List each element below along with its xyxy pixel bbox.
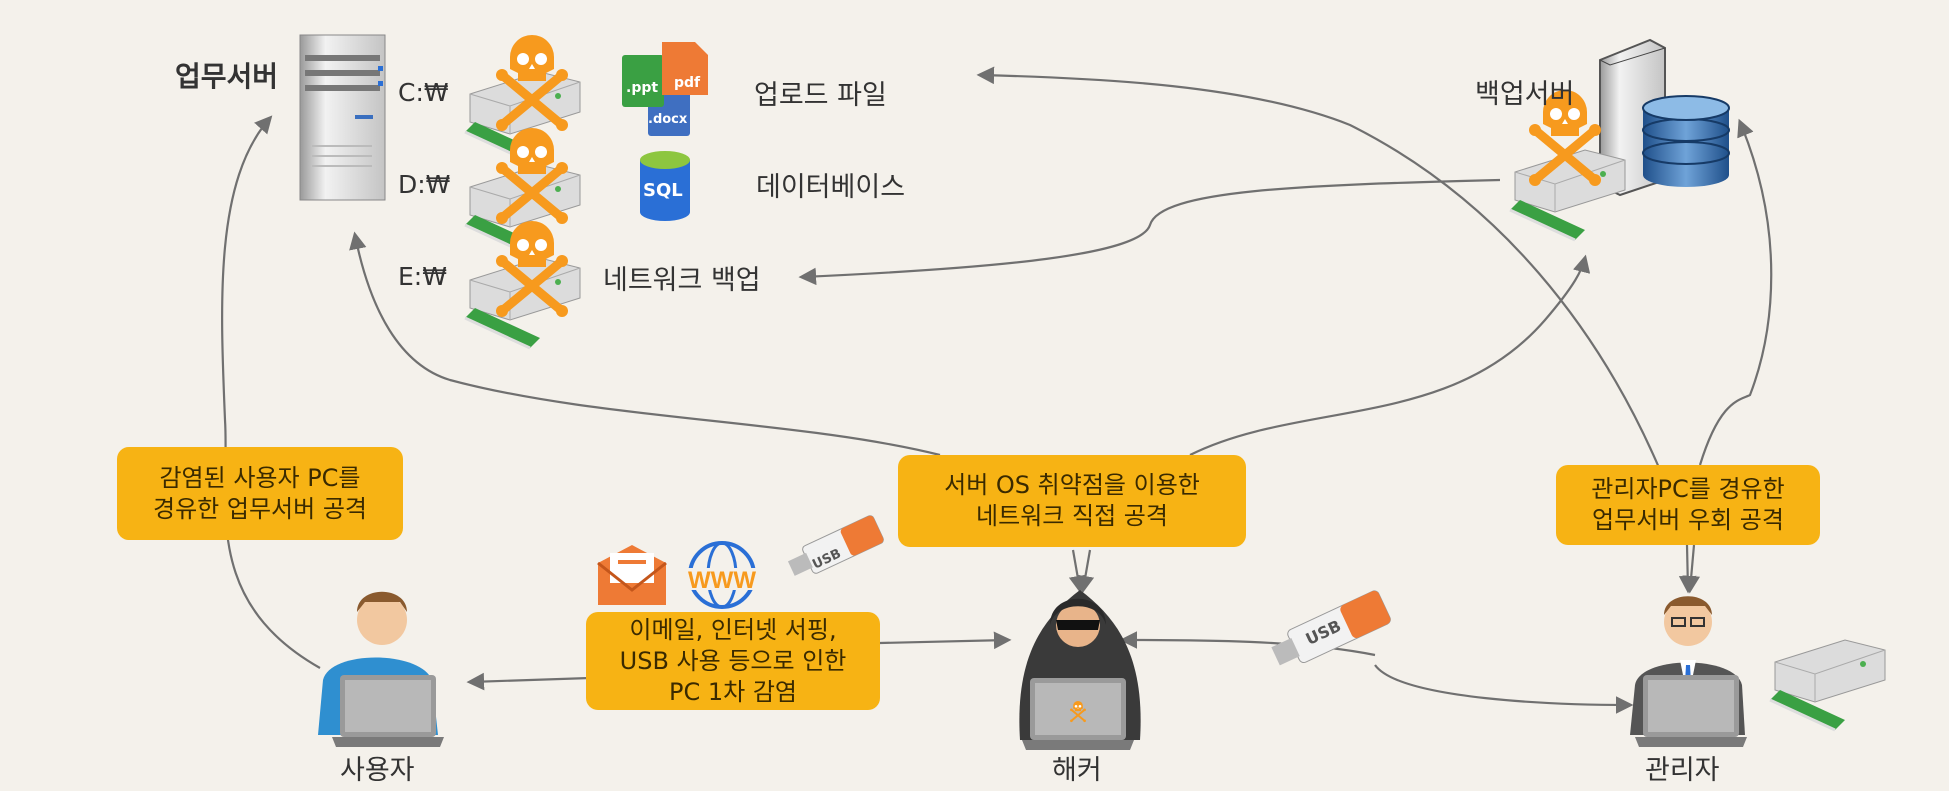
network-backup-label: 네트워크 백업	[603, 265, 761, 296]
callout-direct-attack: 서버 OS 취약점을 이용한 네트워크 직접 공격	[898, 455, 1246, 547]
callout-line: USB 사용 등으로 인한	[619, 646, 847, 675]
callout-line: 네트워크 직접 공격	[976, 502, 1168, 530]
arrow-admin-to-hacker	[1119, 631, 1376, 657]
arrow-user-to-workserver	[221, 115, 321, 669]
drive-icon	[1508, 148, 1627, 242]
callout-line: 서버 OS 취약점을 이용한	[944, 471, 1200, 499]
document-stack-icon	[622, 42, 708, 136]
callout-line: PC 1차 감염	[669, 677, 797, 706]
upload-file-label: 업로드 파일	[754, 80, 887, 111]
laptop-icon	[332, 675, 444, 747]
callout-infected-pc: 감염된 사용자 PC를 경유한 업무서버 공격	[117, 447, 403, 540]
server-tower-icon	[299, 34, 386, 201]
callout-line: 감염된 사용자 PC를	[159, 463, 361, 492]
backup-server-label: 백업서버	[1475, 79, 1575, 110]
database-cylinder-icon	[1642, 95, 1730, 187]
laptop-icon	[1022, 678, 1134, 750]
drive-e-label: E:₩	[398, 262, 447, 291]
drive-icon	[1768, 638, 1887, 732]
usb-stick-icon	[1271, 590, 1391, 666]
callout-line: 관리자PC를 경유한	[1591, 475, 1785, 503]
sql-label: SQL	[643, 180, 683, 201]
drive-c-label: C:₩	[398, 78, 449, 107]
arrow-direct-to-hacker-a	[1068, 549, 1087, 594]
user-label: 사용자	[340, 755, 415, 786]
arrow-infection-to-user	[466, 672, 591, 691]
usb-stick-icon	[787, 515, 884, 576]
callout-line: 업무서버 우회 공격	[1592, 506, 1784, 534]
work-server-label: 업무서버	[175, 60, 279, 93]
www-globe-icon: WWW	[688, 541, 756, 609]
arrow-direct-to-hacker-b	[1076, 549, 1095, 594]
email-icon	[597, 545, 667, 605]
docx-file-label: .docx	[648, 112, 688, 127]
callout-line: 경유한 업무서버 공격	[153, 494, 367, 523]
callout-line: 이메일, 인터넷 서핑,	[629, 615, 837, 644]
callout-admin-pc: 관리자PC를 경유한 업무서버 우회 공격	[1556, 465, 1820, 545]
ppt-file-label: .ppt	[626, 80, 659, 96]
svg-text:WWW: WWW	[688, 567, 756, 594]
sql-database-icon	[640, 151, 690, 221]
arrow-admin-callout-down-b	[1682, 544, 1701, 594]
callout-infection: 이메일, 인터넷 서핑, USB 사용 등으로 인한 PC 1차 감염	[586, 612, 880, 710]
arrow-admin-callout-down-a	[1678, 544, 1697, 594]
admin-label: 관리자	[1645, 755, 1720, 786]
arrow-direct-to-backup	[1189, 254, 1591, 456]
arrows	[221, 66, 1773, 714]
arrow-direct-to-workserver	[349, 231, 941, 457]
hacker-label: 해커	[1052, 755, 1102, 786]
drive-e-icon	[463, 256, 582, 350]
pdf-file-label: pdf	[674, 75, 701, 91]
arrow-backup-to-netbackup	[798, 178, 1501, 286]
arrow-infection-to-hacker	[879, 631, 1012, 650]
drive-d-label: D:₩	[398, 170, 451, 199]
arrow-admin-to-upload	[976, 66, 1662, 471]
arrow-usb-to-admin	[1374, 664, 1634, 714]
laptop-icon	[1635, 675, 1747, 747]
database-label: 데이터베이스	[756, 172, 906, 203]
arrow-admin-to-backupdb	[1698, 118, 1773, 466]
